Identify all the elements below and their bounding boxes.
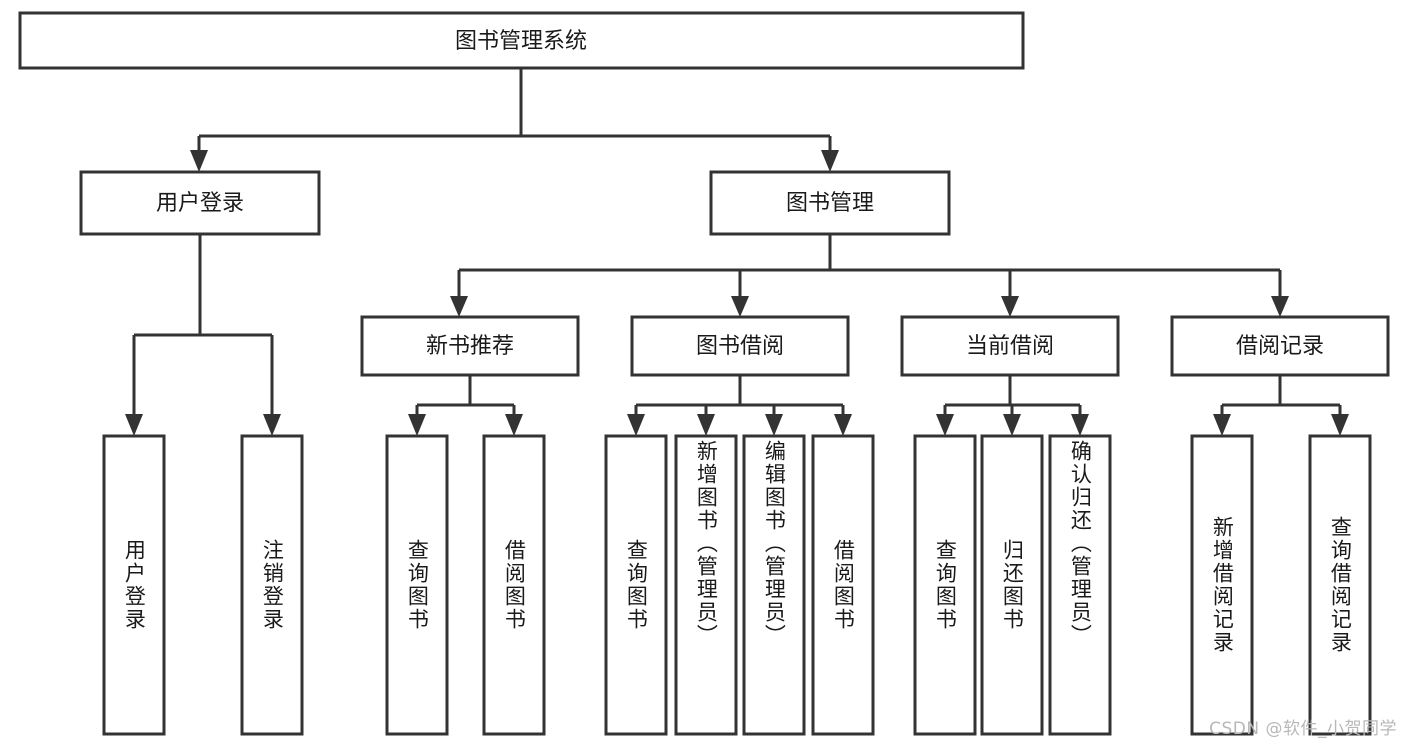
root-label: 图书管理系统 bbox=[455, 29, 587, 54]
arrow-new-book-leaf-1 bbox=[505, 414, 523, 436]
leaf-box-new-book-1[interactable] bbox=[482, 434, 546, 736]
book-manage-label: 图书管理 bbox=[786, 191, 874, 216]
arrow-to-new-book-recommend bbox=[450, 296, 468, 317]
csdn-watermark: CSDN @软件_小贺同学 bbox=[1209, 719, 1397, 739]
leaf-box-book-borrow-2[interactable] bbox=[742, 434, 806, 736]
node-new-book-recommend[interactable]: 新书推荐 bbox=[360, 315, 580, 377]
arrow-to-current-borrow bbox=[1001, 296, 1019, 317]
arrow-current-borrow-leaf-2 bbox=[1071, 414, 1089, 436]
connector-current-borrow-to-leaves bbox=[936, 375, 1089, 436]
arrow-user-login-leaf-0 bbox=[125, 414, 143, 436]
user-login-label: 用户登录 bbox=[156, 191, 244, 216]
user-login-box[interactable] bbox=[79, 170, 321, 236]
leaf-box-book-borrow-0[interactable] bbox=[604, 434, 668, 736]
arrow-borrow-record-leaf-0 bbox=[1213, 414, 1231, 436]
arrow-borrow-record-leaf-1 bbox=[1331, 414, 1349, 436]
new-book-recommend-box[interactable] bbox=[360, 315, 580, 377]
arrow-to-borrow-record bbox=[1271, 296, 1289, 317]
leaf-box-borrow-record-0[interactable] bbox=[1190, 434, 1254, 736]
leaf-box-user-login-0[interactable] bbox=[102, 434, 166, 736]
node-user-login[interactable]: 用户登录 bbox=[79, 170, 321, 236]
connector-borrow-record-to-leaves bbox=[1213, 375, 1349, 436]
arrow-new-book-leaf-0 bbox=[408, 414, 426, 436]
node-current-borrow[interactable]: 当前借阅 bbox=[900, 315, 1120, 377]
node-root[interactable]: 图书管理系统 bbox=[18, 11, 1025, 70]
leaf-box-book-borrow-3[interactable] bbox=[811, 434, 875, 736]
connector-new-book-recommend-to-leaves bbox=[408, 375, 523, 436]
arrow-user-login-leaf-1 bbox=[263, 414, 281, 436]
leaf-box-borrow-record-1[interactable] bbox=[1308, 434, 1372, 736]
new-book-recommend-label: 新书推荐 bbox=[426, 334, 514, 359]
connector-user-login-to-leaves bbox=[125, 234, 281, 436]
connector-book-manage-to-level3 bbox=[450, 234, 1289, 317]
node-book-borrow[interactable]: 图书借阅 bbox=[630, 315, 850, 377]
arrow-book-borrow-leaf-3 bbox=[834, 414, 852, 436]
leaf-box-current-borrow-2[interactable] bbox=[1048, 434, 1112, 736]
current-borrow-label: 当前借阅 bbox=[966, 334, 1054, 359]
leaf-box-user-login-1[interactable] bbox=[240, 434, 304, 736]
arrow-book-borrow-leaf-1 bbox=[697, 414, 715, 436]
arrow-book-borrow-leaf-2 bbox=[765, 414, 783, 436]
connector-root-to-level2 bbox=[190, 68, 839, 172]
connector-book-borrow-to-leaves bbox=[627, 375, 852, 436]
leaf-box-new-book-0[interactable] bbox=[385, 434, 449, 736]
leaf-box-book-borrow-1[interactable] bbox=[674, 434, 738, 736]
node-borrow-record[interactable]: 借阅记录 bbox=[1170, 315, 1390, 377]
arrow-to-book-borrow bbox=[731, 296, 749, 317]
arrow-current-borrow-leaf-0 bbox=[936, 414, 954, 436]
arrow-book-borrow-leaf-0 bbox=[627, 414, 645, 436]
node-book-manage[interactable]: 图书管理 bbox=[709, 170, 951, 236]
arrow-to-user-login bbox=[190, 150, 208, 172]
arrow-current-borrow-leaf-1 bbox=[1003, 414, 1021, 436]
borrow-record-label: 借阅记录 bbox=[1236, 334, 1324, 359]
root-box[interactable] bbox=[18, 11, 1025, 70]
book-borrow-label: 图书借阅 bbox=[696, 334, 784, 359]
arrow-to-book-manage bbox=[821, 150, 839, 172]
current-borrow-box[interactable] bbox=[900, 315, 1120, 377]
leaf-box-current-borrow-1[interactable] bbox=[980, 434, 1044, 736]
leaf-box-current-borrow-0[interactable] bbox=[913, 434, 977, 736]
